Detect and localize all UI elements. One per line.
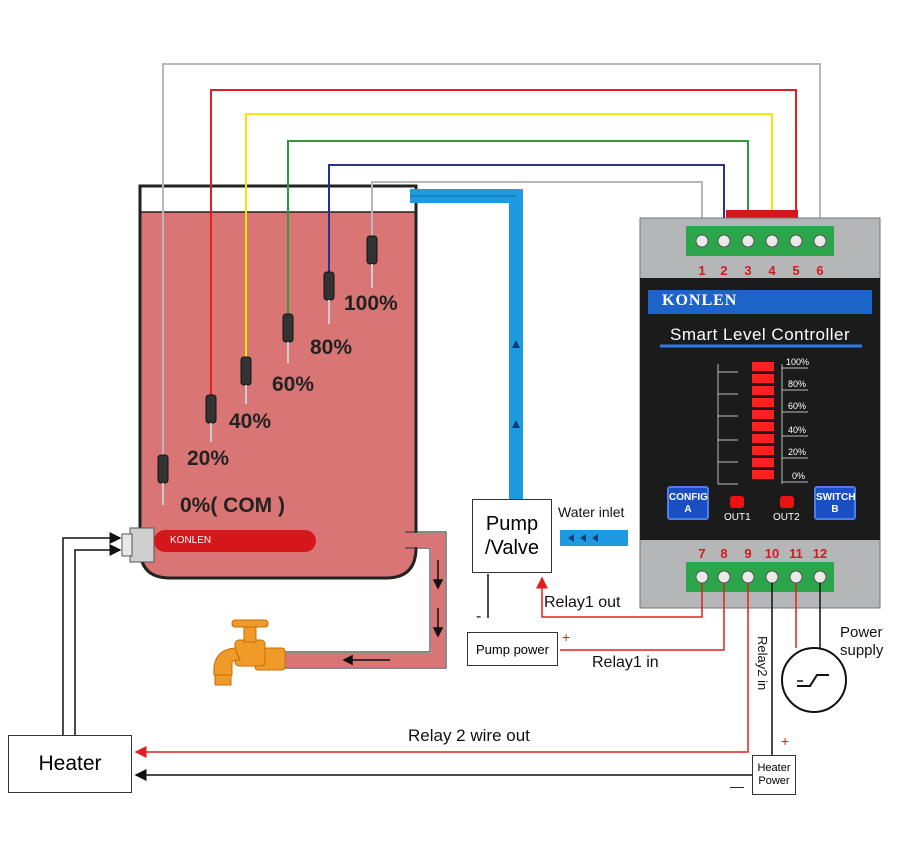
switch-b-button[interactable]: SWITCH B (814, 486, 856, 520)
out1-label: OUT1 (724, 512, 751, 523)
scale-0: 0% (792, 471, 806, 481)
drain-pipe (282, 531, 447, 669)
scale-40: 40% (788, 425, 807, 435)
terminal-7: 7 (698, 546, 706, 561)
probe-80 (323, 271, 335, 324)
level-label-60: 60% (272, 373, 315, 396)
heater-element (121, 527, 316, 563)
scale-100: 100% (786, 357, 810, 367)
pump-valve-line2: /Valve (484, 537, 540, 559)
terminal-11: 11 (789, 546, 803, 561)
terminal-6: 6 (816, 263, 824, 278)
scale-80: 80% (788, 379, 807, 389)
config-line2: A (684, 504, 692, 515)
controller-brand: KONLEN (662, 292, 738, 309)
config-line1: CONFIG (669, 492, 708, 503)
probe-com (157, 454, 169, 505)
level-label-40: 40% (229, 410, 272, 433)
terminal-2: 2 (720, 263, 728, 278)
output-leds (730, 496, 794, 508)
heater-label: Heater (38, 752, 102, 775)
terminal-4: 4 (768, 263, 776, 278)
inlet-pipe (410, 189, 628, 546)
power-supply-label-2: supply (840, 642, 884, 659)
probe-60 (282, 313, 294, 363)
pump-minus-sign: - (476, 608, 482, 625)
scale-20: 20% (788, 447, 807, 457)
switch-line2: B (831, 504, 839, 515)
probe-40 (240, 356, 252, 404)
top-terminal-screws (695, 234, 827, 248)
relay1-out-label: Relay1 out (544, 594, 621, 611)
terminal-9: 9 (744, 546, 752, 561)
probe-100 (366, 235, 378, 288)
config-a-button[interactable]: CONFIG A (667, 486, 709, 520)
pump-valve-line1: Pump (485, 513, 539, 535)
terminal-5: 5 (792, 263, 800, 278)
relay1-in-label: Relay1 in (592, 654, 659, 671)
out2-label: OUT2 (773, 512, 800, 523)
pump-plus-sign: + (562, 629, 571, 645)
heater-element-brand: KONLEN (170, 535, 212, 546)
relay-wires (134, 574, 821, 781)
pump-power-label: Pump power (476, 641, 549, 657)
level-label-com: 0%( COM ) (180, 494, 285, 517)
level-label-20: 20% (187, 447, 230, 470)
wire-gray-com (162, 63, 821, 470)
wire-yellow-40 (245, 113, 773, 368)
sensor-wires (162, 63, 821, 470)
probe-20 (205, 394, 217, 442)
wire-green-60 (287, 140, 749, 326)
relay2-wire-out-label: Relay 2 wire out (408, 726, 530, 745)
controller-title: Smart Level Controller (670, 325, 851, 344)
heater-wires (62, 532, 122, 735)
power-supply-label-1: Power (840, 624, 883, 641)
heater-power-box: Heater Power (752, 755, 796, 795)
faucet-icon (213, 619, 286, 686)
power-supply-icon (781, 647, 847, 713)
heater-power-line2: Power (758, 775, 790, 787)
heater-plus-sign: + (781, 733, 790, 749)
terminal-3: 3 (744, 263, 752, 278)
pump-valve-box: Pump /Valve (472, 499, 552, 573)
level-probes (157, 235, 378, 505)
relay2-in-label: Relay2 in (755, 636, 770, 691)
heater-minus-sign: — (730, 778, 744, 794)
level-label-80: 80% (310, 336, 353, 359)
controller-housing (639, 210, 881, 609)
water-inlet-label: Water inlet (558, 504, 625, 520)
switch-line1: SWITCH (816, 492, 856, 503)
wire-gray-100 (371, 181, 703, 246)
level-bar-display (717, 362, 808, 485)
wire-blue-80 (328, 164, 725, 282)
level-label-100: 100% (344, 292, 398, 315)
scale-60: 60% (788, 401, 807, 411)
heater-power-line1: Heater (757, 762, 791, 774)
terminal-1: 1 (698, 263, 706, 278)
heater-box: Heater (8, 735, 132, 793)
pump-power-box: Pump power (467, 632, 558, 666)
terminal-12: 12 (812, 546, 828, 561)
terminal-10: 10 (764, 546, 780, 561)
wire-red-20 (210, 89, 797, 400)
terminal-8: 8 (720, 546, 728, 561)
